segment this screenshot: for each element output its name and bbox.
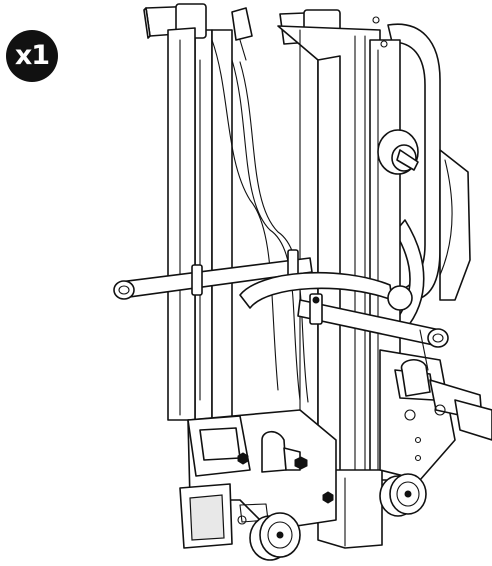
cross-arm-right (297, 293, 449, 348)
lower-mechanism (379, 349, 492, 481)
wheel-right (379, 473, 427, 517)
adjustment-knob (377, 129, 419, 175)
folded-bike-arms (143, 3, 341, 421)
main-mast (277, 25, 401, 549)
top-clip (231, 7, 388, 61)
left-support-column (167, 27, 196, 421)
quantity-badge: x1 (6, 30, 58, 82)
wheel-left (249, 512, 301, 561)
curved-hoop (239, 271, 413, 311)
latch-handle (400, 329, 431, 397)
towbar-clamp (179, 409, 337, 549)
quantity-label: x1 (14, 39, 50, 71)
